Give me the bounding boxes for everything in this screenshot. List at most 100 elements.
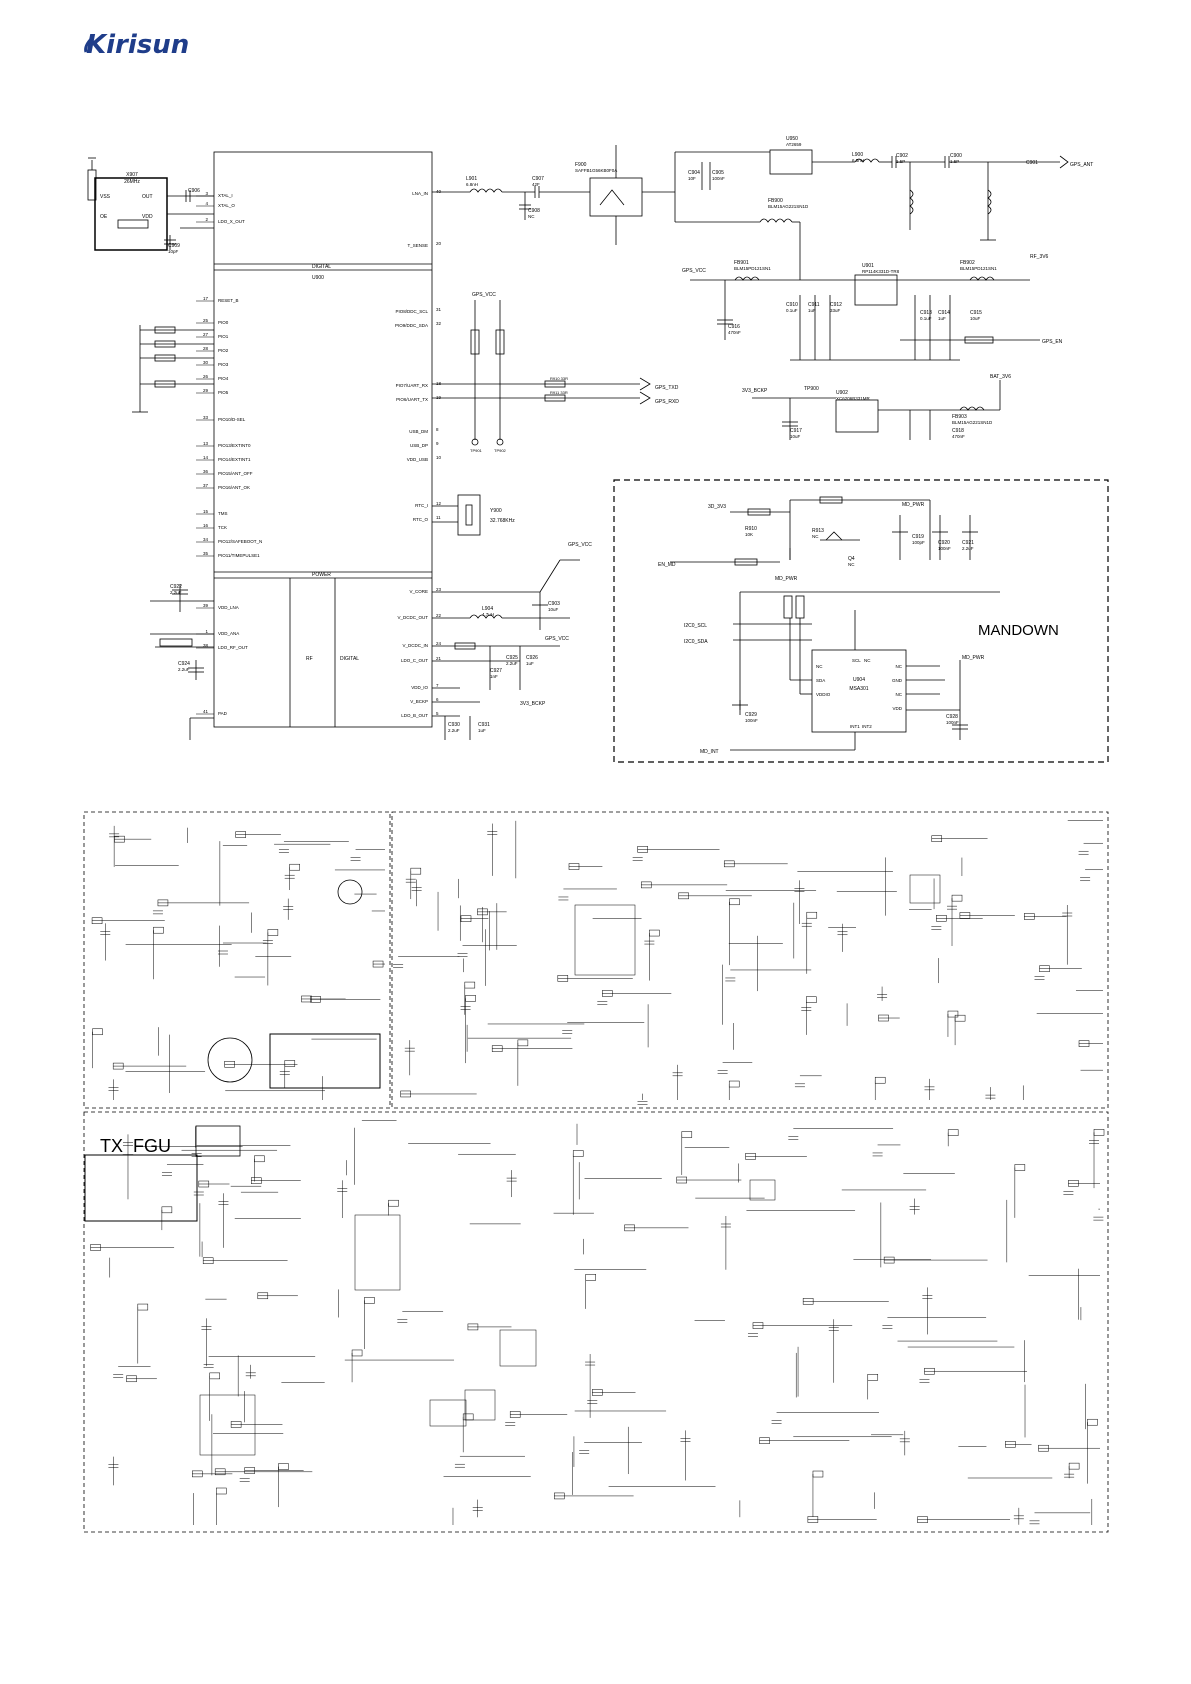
- pin-number: 4: [205, 201, 208, 206]
- part-body: [752, 1322, 764, 1329]
- pin-number: 39: [203, 603, 209, 608]
- pin-name: V_CORE: [409, 589, 428, 594]
- part-body: [557, 975, 569, 982]
- component-value: 1.5P: [896, 159, 905, 164]
- accel-pin: NC: [896, 664, 903, 669]
- component-ref: C904: [688, 170, 700, 176]
- component-ref: C916: [728, 324, 740, 330]
- part-body: [284, 1060, 296, 1067]
- part-body: [278, 1463, 289, 1470]
- accel-pin: NC: [816, 664, 823, 669]
- component-ref: FB901: [734, 260, 749, 266]
- component-ref: C903: [548, 601, 560, 607]
- uart-resistor-label: R910 33R: [550, 376, 568, 381]
- component-value: 4.7uH: [482, 612, 494, 617]
- net-gps-vcc-4: GPS_VCC: [545, 636, 569, 642]
- part-body: [372, 960, 384, 968]
- component-ref: C925: [506, 655, 518, 661]
- component-value: 1.5P: [950, 159, 959, 164]
- part-body: [947, 1010, 959, 1018]
- lower-left-box: [269, 1033, 381, 1089]
- pin-number: 12: [436, 501, 442, 506]
- pin-number: 23: [436, 587, 442, 592]
- pin-number: 26: [203, 374, 209, 379]
- mandown-component-ref: C921: [962, 540, 974, 546]
- component-value: 1uF: [478, 728, 486, 733]
- mandown-component-ref: R910: [745, 526, 757, 532]
- mandown-component-ref: C929: [745, 712, 757, 718]
- net-3d-3v3: 3D_3V3: [708, 504, 726, 510]
- component-value: BLM15AG221SN1D: [952, 420, 993, 425]
- part-body: [1024, 913, 1035, 920]
- regulator-u902: [835, 399, 879, 433]
- part-body: [574, 904, 636, 976]
- pin-number: 28: [203, 346, 209, 351]
- part-body: [924, 1367, 935, 1375]
- ic-rf-label: RF: [306, 656, 313, 662]
- component-ref: C905: [712, 170, 724, 176]
- part-body: [678, 892, 689, 900]
- component-value: 10uF: [790, 434, 801, 439]
- part-body: [1039, 965, 1050, 972]
- accel-ic-u904: [811, 649, 907, 733]
- component-ref: F900: [575, 162, 587, 168]
- mandown-component-ref: C919: [912, 534, 924, 540]
- component-value: 1nF: [490, 674, 498, 679]
- component-ref: C931: [478, 722, 490, 728]
- pin-number: 36: [203, 469, 209, 474]
- component-ref: FB903: [952, 414, 967, 420]
- component-ref: C906: [188, 188, 200, 194]
- part-body: [410, 867, 422, 875]
- net-gps-rxd: GPS_RXD: [655, 399, 679, 405]
- part-body: [364, 1297, 375, 1304]
- pin-number: 13: [203, 441, 209, 446]
- component-value: 0.1uF: [786, 308, 798, 313]
- component-ref: C911: [808, 302, 820, 308]
- component-ref: C917: [790, 428, 802, 434]
- pin-number: 41: [203, 709, 209, 714]
- pin-name: RESET_B: [218, 298, 239, 303]
- ldo-u901: [854, 274, 898, 306]
- pin-name: XTAL_O: [218, 203, 235, 208]
- component-ref: FB900: [768, 198, 783, 204]
- mandown-component-value: 10K: [745, 532, 753, 537]
- part-body: [806, 911, 818, 919]
- part-body: [216, 1487, 227, 1495]
- component-ref: U950: [786, 136, 798, 142]
- pin-number: 34: [203, 537, 209, 542]
- pin-name: VDD_USB: [407, 457, 428, 462]
- net-bat-3v6: BAT_3V6: [990, 374, 1011, 380]
- net-md-pwr: MD_PWR: [902, 502, 925, 508]
- component-value: RP114K331D-TR8: [862, 269, 900, 274]
- component-value: 1uF: [808, 308, 816, 313]
- component-value: 2.2uF: [506, 661, 518, 666]
- part-body: [936, 915, 947, 922]
- net-md-pwr-2: MD_PWR: [775, 576, 798, 582]
- mandown-component-value: 100nF: [938, 546, 951, 551]
- power-frame: [83, 811, 391, 1109]
- part-body: [467, 1323, 479, 1331]
- component-ref: L900: [852, 152, 863, 158]
- pin-name: PIO9/DDC_SDA: [395, 323, 428, 328]
- part-body: [568, 863, 580, 870]
- pin-name: V_BCKP: [410, 699, 428, 704]
- rx-frame: [391, 811, 1109, 1109]
- accel-pin: GND: [892, 678, 903, 683]
- component-ref: TP900: [804, 386, 819, 392]
- part-body: [462, 1413, 474, 1421]
- pin-name: VDD_ANA: [218, 631, 239, 636]
- pin-number: 33: [203, 415, 209, 420]
- part-body: [806, 996, 817, 1003]
- part-body: [491, 1045, 503, 1052]
- component-value: SAFFB1G56KB0F0A: [575, 168, 617, 173]
- part-body: [649, 929, 660, 937]
- part-body: [153, 926, 164, 934]
- pin-name: PIO2: [218, 348, 229, 353]
- net-gps-vcc: GPS_VCC: [472, 292, 496, 298]
- pin-number: 27: [203, 332, 209, 337]
- component-ref: C913: [920, 310, 932, 316]
- pin-name: V_DCDC_IN: [402, 643, 428, 648]
- part-body: [509, 1411, 521, 1418]
- pin-number: 7: [436, 683, 439, 688]
- mandown-component-value: NC: [812, 534, 819, 539]
